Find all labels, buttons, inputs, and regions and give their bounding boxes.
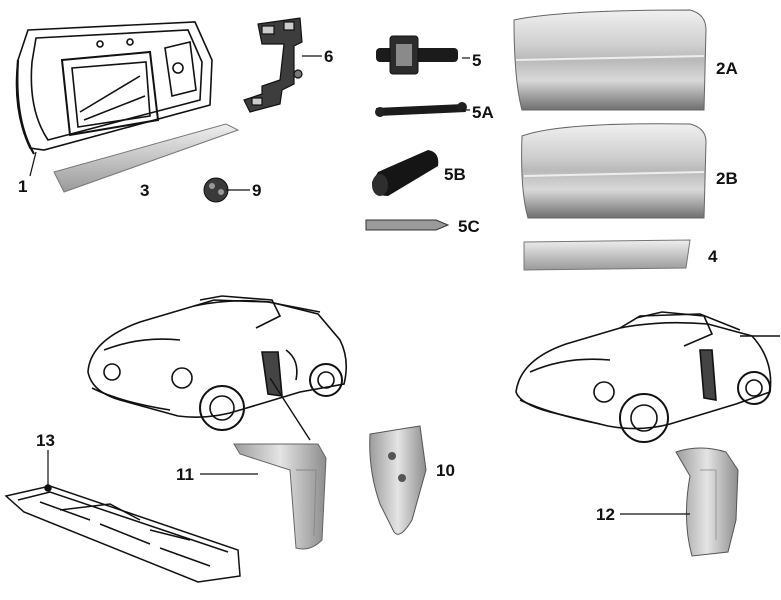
- door-skin-b: [521, 123, 707, 219]
- part-label-13: 13: [36, 431, 55, 450]
- part-label-3: 3: [140, 181, 150, 200]
- pin: [365, 219, 450, 231]
- leader-lines: [29, 55, 690, 515]
- a-pillar-panel: [369, 425, 427, 535]
- part-label-12: 12: [596, 505, 615, 524]
- part-label-10: 10: [436, 461, 455, 480]
- check-arm: [375, 102, 467, 117]
- door-skin-a: [513, 9, 707, 111]
- scuttle-panel: [4, 484, 241, 583]
- part-label-9: 9: [252, 181, 262, 200]
- grommet: [203, 177, 229, 203]
- hinge: [243, 17, 303, 113]
- part-label-5a: 5A: [472, 103, 494, 122]
- part-label-6: 6: [324, 47, 334, 66]
- part-label-5: 5: [472, 51, 482, 70]
- door-shell: [15, 21, 213, 155]
- rear-pillar-panel: [675, 447, 739, 557]
- car-right-illustration: [515, 311, 780, 443]
- part-label-2b: 2B: [716, 169, 738, 188]
- part-label-5b: 5B: [444, 165, 466, 184]
- part-label-4: 4: [708, 247, 718, 266]
- rubber-buffer: [372, 150, 439, 196]
- inner-pillar-panel: [233, 443, 327, 550]
- part-label-5c: 5C: [458, 217, 480, 236]
- car-left-illustration: [87, 295, 348, 441]
- door-check-strap: [376, 35, 458, 75]
- door-sill-strip: [53, 123, 240, 193]
- door-lower-strip: [523, 239, 691, 271]
- part-label-2a: 2A: [716, 59, 738, 78]
- part-label-11: 11: [176, 465, 194, 484]
- part-label-1: 1: [18, 177, 28, 196]
